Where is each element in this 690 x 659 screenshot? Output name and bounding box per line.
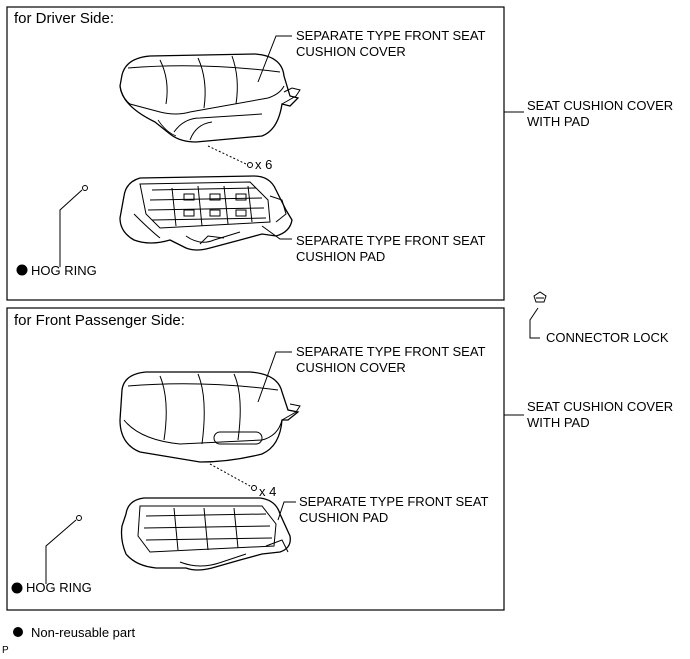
passenger-qty-label: x 4: [259, 484, 277, 499]
connector-lock-label: CONNECTOR LOCK: [546, 330, 669, 345]
driver-hog-ring-label: HOG RING: [31, 263, 97, 278]
passenger-cushion-pad-illustration: [120, 497, 291, 571]
passenger-cushion-cover-illustration: [119, 371, 301, 463]
passenger-panel-frame: [6, 307, 505, 611]
passenger-pad-label-line2: CUSHION PAD: [299, 510, 389, 525]
passenger-pad-label-line1: SEPARATE TYPE FRONT SEAT: [299, 494, 489, 509]
driver-cover-label-line1: SEPARATE TYPE FRONT SEAT: [296, 28, 486, 43]
driver-qty-label: x 6: [255, 157, 273, 172]
driver-pad-label-line1: SEPARATE TYPE FRONT SEAT: [296, 233, 486, 248]
footer-code: P: [2, 645, 9, 656]
passenger-cover-label-line1: SEPARATE TYPE FRONT SEAT: [296, 344, 486, 359]
connector-lock-illustration: [533, 291, 547, 303]
driver-pad-label-line2: CUSHION PAD: [296, 249, 386, 264]
seat-cover-passenger-line2: WITH PAD: [527, 415, 590, 430]
seat-cover-driver-line2: WITH PAD: [527, 114, 590, 129]
driver-leader-lines: [16, 35, 292, 276]
driver-panel-frame: [6, 6, 505, 301]
passenger-hog-ring-label: HOG RING: [26, 580, 92, 595]
passenger-panel-header: for Front Passenger Side:: [14, 312, 185, 329]
seat-cover-passenger-line1: SEAT CUSHION COVER: [527, 399, 674, 414]
driver-panel-header: for Driver Side:: [14, 10, 115, 27]
driver-cover-label-line2: CUSHION COVER: [296, 44, 406, 59]
passenger-cover-label-line2: CUSHION COVER: [296, 360, 406, 375]
legend-dot: [13, 627, 23, 637]
seat-cover-driver-line1: SEAT CUSHION COVER: [527, 98, 674, 113]
driver-cushion-pad-illustration: [119, 175, 293, 251]
right-leader-lines: [504, 111, 540, 416]
driver-cushion-cover-illustration: [119, 53, 301, 143]
non-reusable-legend-label: Non-reusable part: [31, 625, 136, 640]
passenger-leader-lines: [11, 351, 296, 594]
